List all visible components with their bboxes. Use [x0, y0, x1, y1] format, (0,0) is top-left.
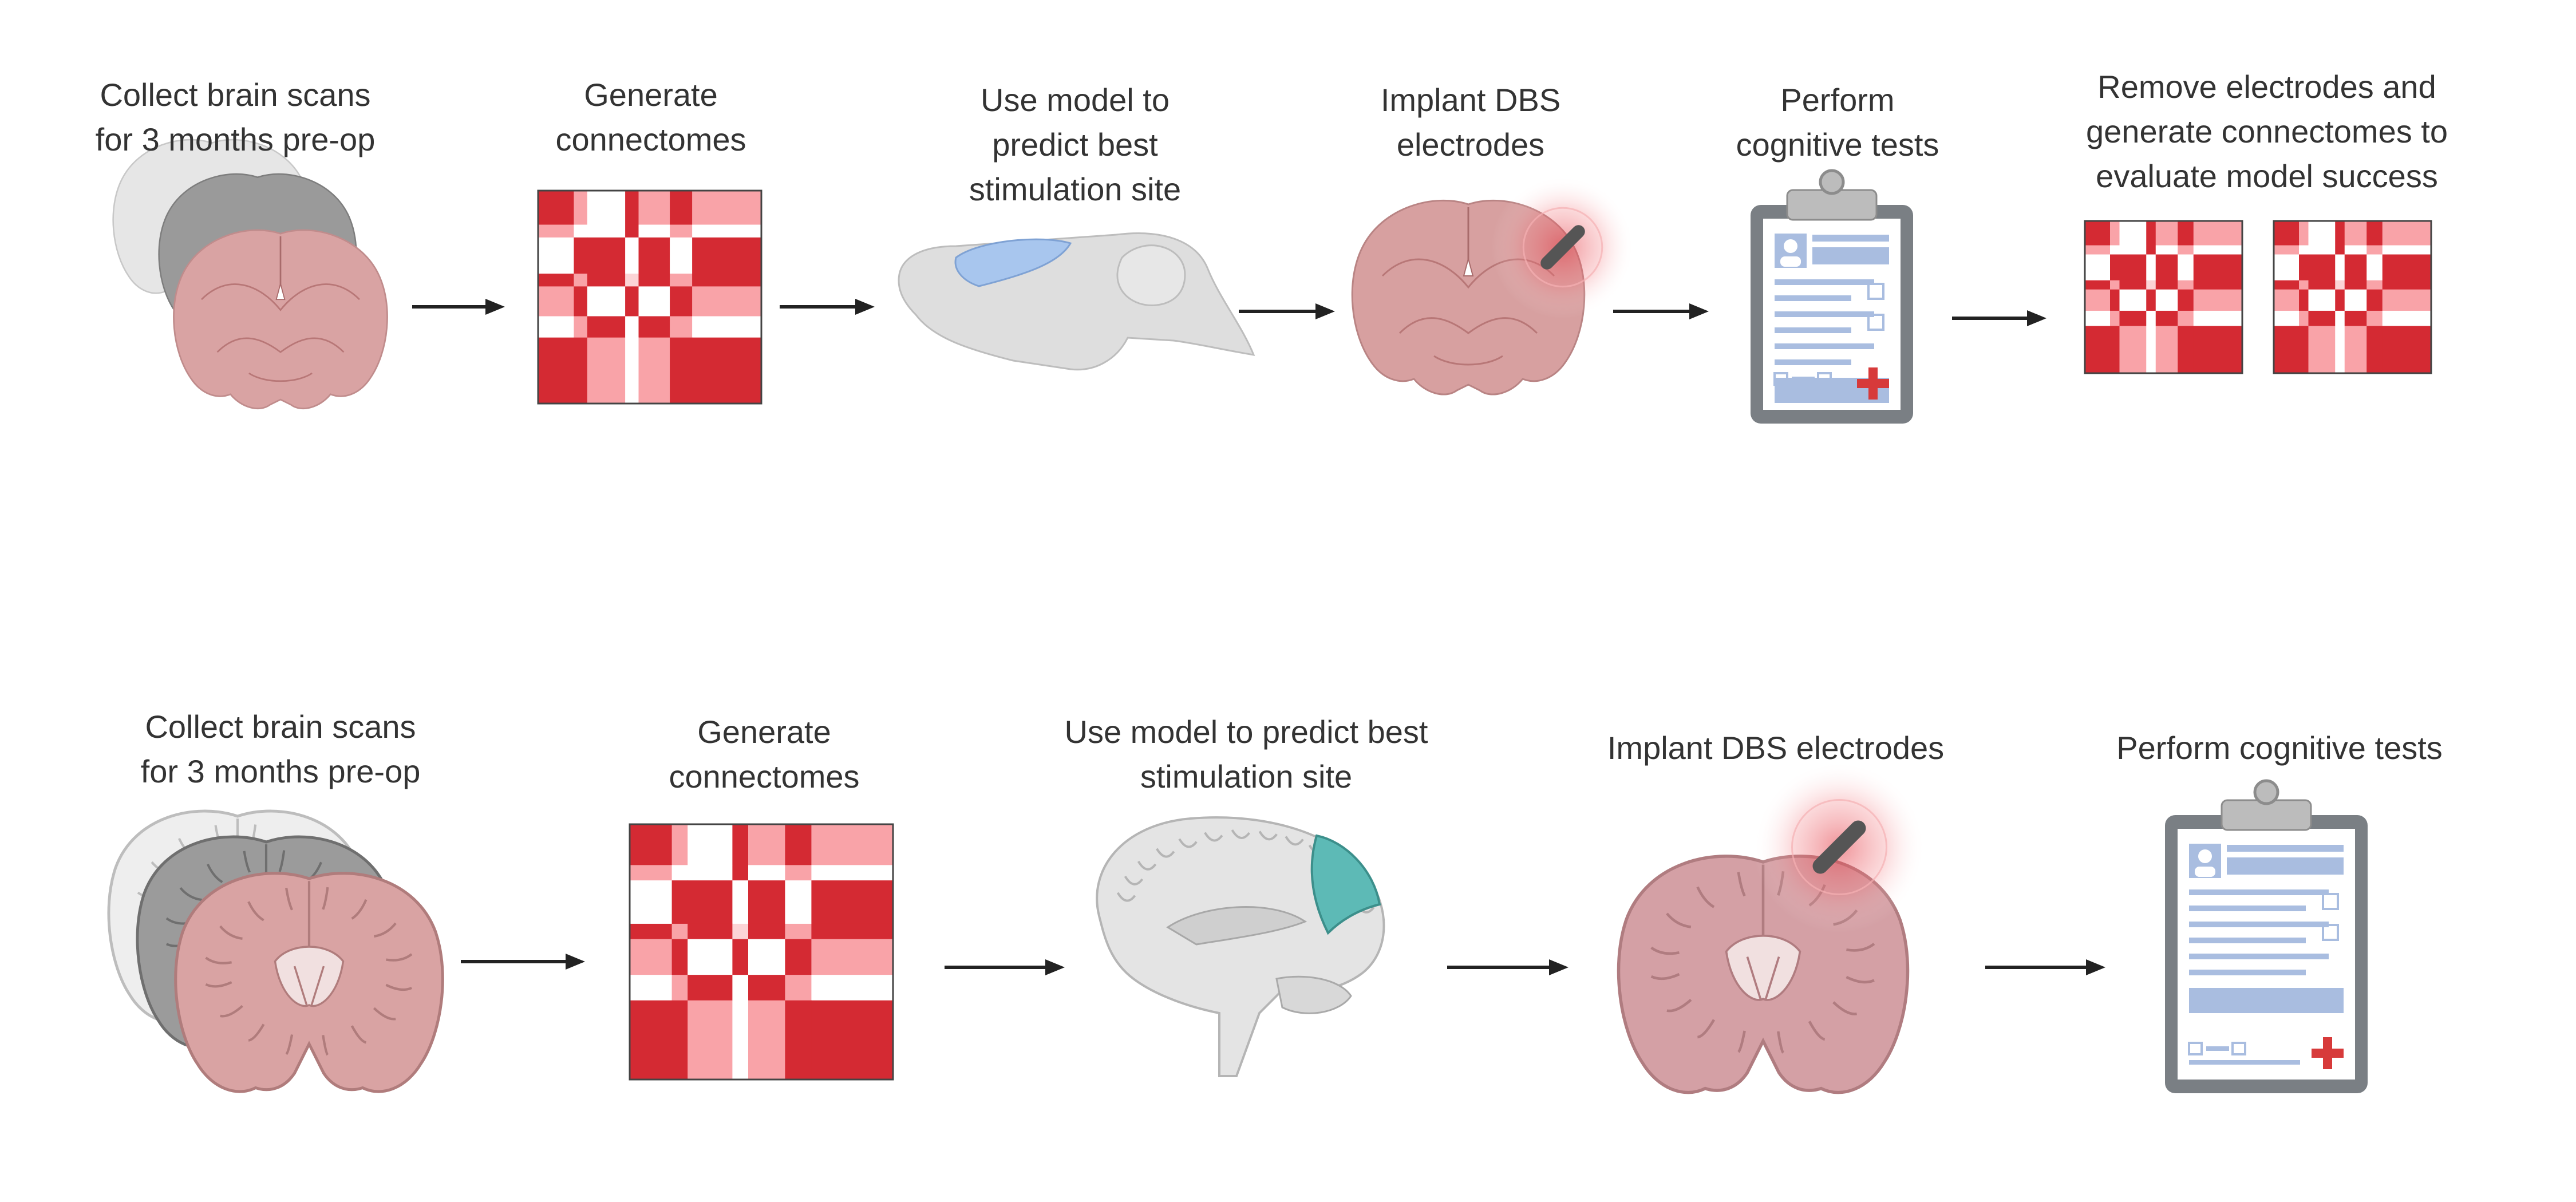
flow-arrow	[412, 299, 505, 315]
r1-connectome-matrix	[537, 189, 762, 405]
rodent-sagittal-brain-icon	[898, 232, 1255, 371]
r1-dbs-electrode-glow	[1491, 176, 1634, 319]
flow-arrow	[1613, 303, 1709, 319]
r1-post-matrix-1	[2084, 220, 2243, 374]
scan-layer-front	[173, 229, 388, 410]
flow-arrow	[461, 954, 585, 970]
r2-step5-label: Perform cognitive tests	[2116, 730, 2443, 766]
r2-clipboard-icon	[2165, 779, 2368, 1093]
flow-arrow	[1239, 303, 1335, 319]
human-scan-layer-front	[174, 872, 444, 1093]
human-sagittal-brain-icon	[1096, 816, 1385, 1077]
r1-post-matrix-2	[2273, 220, 2432, 374]
r2-step4-label: Implant DBS electrodes	[1607, 730, 1945, 766]
r1-clipboard-icon	[1751, 169, 1913, 424]
flow-arrow	[945, 959, 1065, 975]
flow-arrow	[1952, 310, 2046, 326]
r2-connectome-matrix	[629, 823, 894, 1081]
r2-dbs-electrode-glow	[1753, 761, 1925, 933]
flow-arrow	[1447, 959, 1568, 975]
flow-arrow	[780, 299, 875, 315]
flow-arrow	[1985, 959, 2105, 975]
